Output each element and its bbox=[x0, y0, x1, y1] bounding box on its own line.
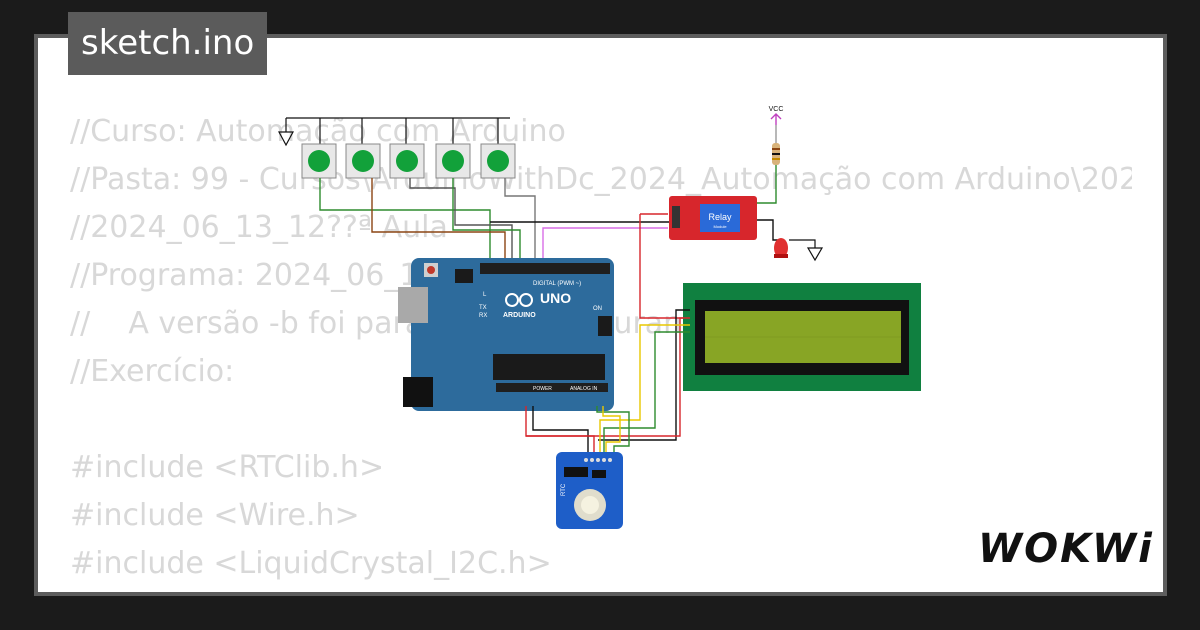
push-button-2[interactable] bbox=[345, 143, 381, 179]
resistor[interactable] bbox=[772, 125, 780, 165]
led-red[interactable] bbox=[774, 238, 788, 258]
vcc-label: VCC bbox=[769, 106, 784, 113]
rtc-label: RTC bbox=[561, 483, 567, 496]
l-label: L bbox=[483, 292, 487, 298]
code-line: #include <LiquidCrystal_I2C.h> bbox=[70, 546, 552, 581]
infinity-logo bbox=[505, 293, 533, 307]
code-line: //Curso: Automação com Arduino bbox=[70, 114, 566, 149]
code-line: //2024_06_13_12??ª Aula bbox=[70, 210, 448, 245]
code-line: //Exercício: bbox=[70, 354, 235, 389]
svg-text:VCC: VCC bbox=[769, 106, 784, 113]
push-button-5[interactable] bbox=[480, 143, 516, 179]
on-label: ON bbox=[593, 306, 602, 312]
ground-symbol-buttons bbox=[277, 118, 295, 147]
file-tab[interactable]: sketch.ino bbox=[68, 12, 268, 75]
relay-module[interactable]: Relay Module bbox=[669, 196, 757, 240]
model-label: UNO bbox=[540, 290, 571, 306]
analog-label: ANALOG IN bbox=[570, 386, 598, 392]
push-button-1[interactable] bbox=[301, 143, 337, 179]
code-line: #include <RTClib.h> bbox=[70, 450, 385, 485]
relay-label: Relay bbox=[708, 212, 732, 222]
atmega-chip bbox=[493, 354, 605, 380]
wokwi-logo: WOKWi bbox=[978, 526, 1154, 572]
relay-sublabel: Module bbox=[713, 224, 727, 229]
arduino-uno-board[interactable]: DIGITAL (PWM ~) UNO ARDUINO ON TX RX L P… bbox=[398, 258, 614, 411]
digital-label: DIGITAL (PWM ~) bbox=[533, 281, 581, 287]
brand-label: ARDUINO bbox=[503, 312, 536, 319]
ground-symbol-led bbox=[806, 247, 824, 262]
usb-port bbox=[398, 287, 428, 323]
lcd-display[interactable] bbox=[683, 283, 921, 391]
push-button-4[interactable] bbox=[435, 143, 471, 179]
code-line: #include <Wire.h> bbox=[70, 498, 360, 533]
push-button-3[interactable] bbox=[389, 143, 425, 179]
rx-label: RX bbox=[479, 313, 487, 319]
power-label: POWER bbox=[533, 386, 552, 392]
tx-label: TX bbox=[479, 305, 487, 311]
rtc-module[interactable]: RTC bbox=[556, 452, 623, 529]
power-jack bbox=[403, 377, 433, 407]
